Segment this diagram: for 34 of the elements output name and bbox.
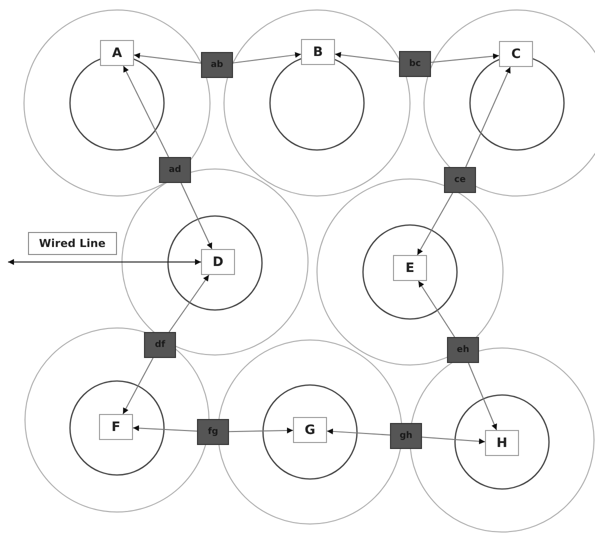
station-box: D xyxy=(201,249,235,275)
arrow xyxy=(416,192,454,256)
station-box: F xyxy=(99,414,133,440)
relay-box: bc xyxy=(399,51,431,77)
relay-box: fg xyxy=(197,419,229,445)
arrow xyxy=(132,425,198,432)
arrow xyxy=(122,66,170,158)
arrow xyxy=(422,436,486,444)
station-box: H xyxy=(485,430,519,456)
arrow xyxy=(180,182,212,250)
arrow xyxy=(326,428,390,436)
arrow xyxy=(430,53,500,63)
relay-box: ad xyxy=(159,157,191,183)
arrow xyxy=(418,280,456,338)
relay-box: ce xyxy=(444,167,476,193)
station-box: C xyxy=(499,41,533,67)
edge-label: Wired Line xyxy=(28,232,117,255)
arrow xyxy=(468,362,498,430)
arrow xyxy=(8,259,202,265)
relay-box: eh xyxy=(447,337,479,363)
relay-box: gh xyxy=(390,423,422,449)
arrow xyxy=(465,66,511,168)
station-box: A xyxy=(100,40,134,66)
relay-box: ab xyxy=(201,52,233,78)
arrow xyxy=(228,427,294,434)
station-box: G xyxy=(293,417,327,443)
arrow xyxy=(122,358,154,414)
arrow xyxy=(232,52,302,64)
station-box: B xyxy=(301,39,335,65)
arrow xyxy=(168,274,210,332)
station-box: E xyxy=(393,255,427,281)
arrow xyxy=(334,52,400,63)
arrow xyxy=(134,52,202,64)
relay-box: df xyxy=(144,332,176,358)
